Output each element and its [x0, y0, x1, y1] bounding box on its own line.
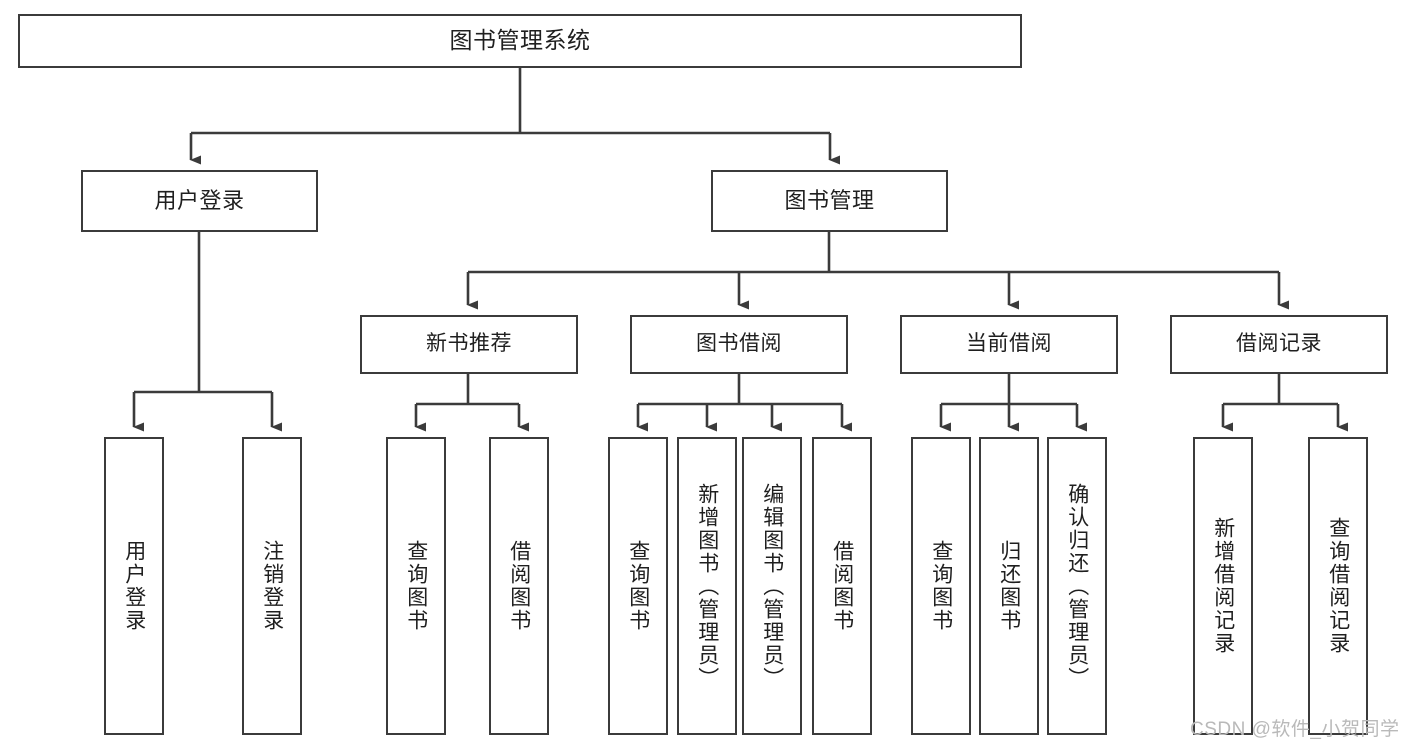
- node-current-borrow-label: 当前借阅: [966, 332, 1052, 356]
- leaf-book-borrow-borrow[interactable]: 借阅图书: [812, 437, 872, 735]
- leaf-borrow-record-query[interactable]: 查询借阅记录: [1308, 437, 1368, 735]
- leaf-book-borrow-add[interactable]: 新增图书（管理员）: [677, 437, 737, 735]
- leaf-new-book-borrow[interactable]: 借阅图书: [489, 437, 549, 735]
- leaf-current-borrow-return[interactable]: 归还图书: [979, 437, 1039, 735]
- leaf-book-borrow-edit[interactable]: 编辑图书（管理员）: [742, 437, 802, 735]
- node-current-borrow[interactable]: 当前借阅: [900, 315, 1118, 374]
- leaf-current-borrow-confirm-label: 确认归还（管理员）: [1065, 482, 1089, 690]
- leaf-book-borrow-borrow-label: 借阅图书: [830, 540, 854, 632]
- leaf-book-borrow-query-label: 查询图书: [626, 540, 650, 632]
- node-new-book-recommend-label: 新书推荐: [426, 332, 512, 356]
- leaf-new-book-query[interactable]: 查询图书: [386, 437, 446, 735]
- csdn-watermark: CSDN @软件_小贺同学: [1190, 719, 1400, 740]
- leaf-user-login-logout-label: 注销登录: [260, 540, 284, 632]
- node-user-login-label: 用户登录: [154, 188, 245, 214]
- leaf-book-borrow-query[interactable]: 查询图书: [608, 437, 668, 735]
- leaf-current-borrow-query-label: 查询图书: [929, 540, 953, 632]
- node-borrow-record[interactable]: 借阅记录: [1170, 315, 1388, 374]
- leaf-new-book-query-label: 查询图书: [404, 540, 428, 632]
- node-user-login[interactable]: 用户登录: [81, 170, 318, 232]
- node-book-borrow-label: 图书借阅: [696, 332, 782, 356]
- node-book-borrow[interactable]: 图书借阅: [630, 315, 848, 374]
- leaf-borrow-record-add-label: 新增借阅记录: [1211, 517, 1235, 655]
- node-root-system[interactable]: 图书管理系统: [18, 14, 1022, 68]
- leaf-book-borrow-edit-label: 编辑图书（管理员）: [760, 482, 784, 690]
- leaf-borrow-record-query-label: 查询借阅记录: [1326, 517, 1350, 655]
- leaf-new-book-borrow-label: 借阅图书: [507, 540, 531, 632]
- node-book-management-label: 图书管理: [784, 188, 875, 214]
- leaf-user-login-logout[interactable]: 注销登录: [242, 437, 302, 735]
- node-borrow-record-label: 借阅记录: [1236, 332, 1322, 356]
- leaf-current-borrow-return-label: 归还图书: [997, 540, 1021, 632]
- leaf-book-borrow-add-label: 新增图书（管理员）: [695, 482, 719, 690]
- leaf-current-borrow-confirm[interactable]: 确认归还（管理员）: [1047, 437, 1107, 735]
- leaf-current-borrow-query[interactable]: 查询图书: [911, 437, 971, 735]
- node-new-book-recommend[interactable]: 新书推荐: [360, 315, 578, 374]
- leaf-borrow-record-add[interactable]: 新增借阅记录: [1193, 437, 1253, 735]
- node-root-system-label: 图书管理系统: [449, 27, 591, 54]
- node-book-management[interactable]: 图书管理: [711, 170, 948, 232]
- leaf-user-login-login-label: 用户登录: [122, 540, 146, 632]
- leaf-user-login-login[interactable]: 用户登录: [104, 437, 164, 735]
